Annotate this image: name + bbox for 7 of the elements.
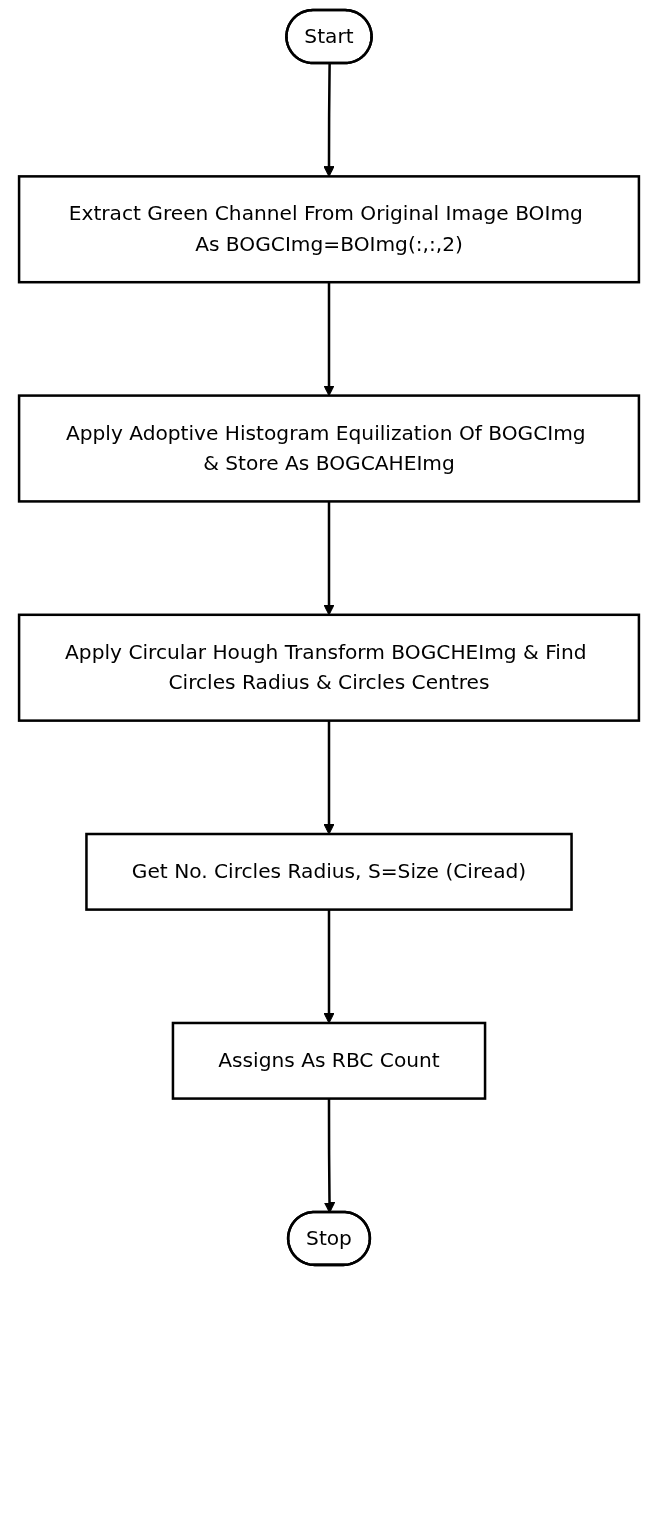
node-box: Apply Circular Hough Transform BOGCHEImg & Find Circles Radius & Circles Centres xyxy=(17,613,640,722)
node-box: Assigns As RBC Count xyxy=(171,1021,486,1100)
node-box: Apply Adoptive Histogram Equilization Of BOGCImg & Store As BOGCAHEImg xyxy=(17,394,640,503)
node-box: Get No. Circles Radius, S=Size (Ciread) xyxy=(84,832,573,911)
arrow xyxy=(322,63,335,177)
arrow xyxy=(322,720,335,835)
node-box: Extract Green Channel From Original Image BOImg As BOGCImg=BOImg(:,:,2) xyxy=(17,175,640,284)
